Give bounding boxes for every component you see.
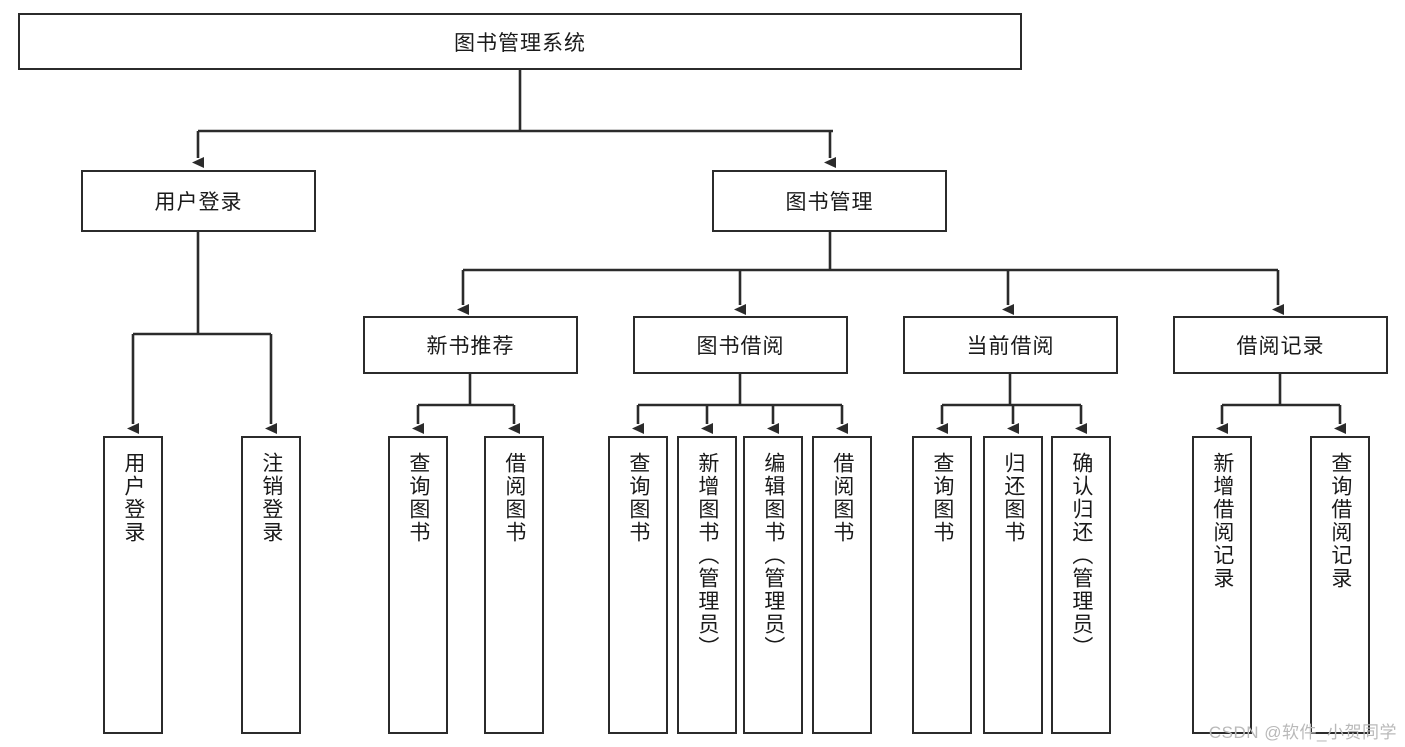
node-leaf-add-record-label: 新增借阅记录 [1210, 452, 1234, 590]
node-leaf-user-login-label: 用户登录 [121, 452, 145, 544]
node-borrow-record[interactable]: 借阅记录 [1173, 316, 1388, 374]
node-leaf-return-book[interactable]: 归还图书 [983, 436, 1043, 734]
node-leaf-borrow-book-1-label: 借阅图书 [502, 452, 526, 544]
node-current-borrow[interactable]: 当前借阅 [903, 316, 1118, 374]
node-leaf-user-login[interactable]: 用户登录 [103, 436, 163, 734]
node-leaf-user-logout[interactable]: 注销登录 [241, 436, 301, 734]
node-leaf-return-book-label: 归还图书 [1001, 452, 1025, 544]
node-leaf-edit-book[interactable]: 编辑图书（管理员） [743, 436, 803, 734]
node-leaf-confirm-return[interactable]: 确认归还（管理员） [1051, 436, 1111, 734]
node-new-book-recommend[interactable]: 新书推荐 [363, 316, 578, 374]
node-root-system[interactable]: 图书管理系统 [18, 13, 1022, 70]
node-leaf-add-book[interactable]: 新增图书（管理员） [677, 436, 737, 734]
node-book-manage-label: 图书管理 [785, 191, 874, 214]
node-leaf-query-book-3-label: 查询图书 [930, 452, 954, 544]
node-leaf-add-book-label: 新增图书（管理员） [695, 452, 719, 659]
node-leaf-confirm-return-label: 确认归还（管理员） [1069, 452, 1093, 659]
node-book-borrow-label: 图书借阅 [696, 335, 785, 358]
node-user-login-label: 用户登录 [154, 191, 243, 214]
node-leaf-edit-book-label: 编辑图书（管理员） [761, 452, 785, 659]
node-leaf-query-record-label: 查询借阅记录 [1328, 452, 1352, 590]
node-leaf-borrow-book-2[interactable]: 借阅图书 [812, 436, 872, 734]
node-leaf-query-book-2-label: 查询图书 [626, 452, 650, 544]
node-root-label: 图书管理系统 [454, 31, 586, 55]
node-leaf-user-logout-label: 注销登录 [259, 452, 283, 544]
node-leaf-query-record[interactable]: 查询借阅记录 [1310, 436, 1370, 734]
node-book-borrow[interactable]: 图书借阅 [633, 316, 848, 374]
node-leaf-borrow-book-1[interactable]: 借阅图书 [484, 436, 544, 734]
node-user-login[interactable]: 用户登录 [81, 170, 316, 232]
node-leaf-borrow-book-2-label: 借阅图书 [830, 452, 854, 544]
node-leaf-query-book-2[interactable]: 查询图书 [608, 436, 668, 734]
node-leaf-add-record[interactable]: 新增借阅记录 [1192, 436, 1252, 734]
node-leaf-query-book-1[interactable]: 查询图书 [388, 436, 448, 734]
node-book-manage[interactable]: 图书管理 [712, 170, 947, 232]
node-current-borrow-label: 当前借阅 [966, 335, 1055, 358]
node-leaf-query-book-3[interactable]: 查询图书 [912, 436, 972, 734]
csdn-watermark: CSDN @软件_小贺同学 [1208, 723, 1397, 742]
node-leaf-query-book-1-label: 查询图书 [406, 452, 430, 544]
node-borrow-record-label: 借阅记录 [1236, 335, 1325, 358]
node-new-book-recommend-label: 新书推荐 [426, 335, 515, 358]
